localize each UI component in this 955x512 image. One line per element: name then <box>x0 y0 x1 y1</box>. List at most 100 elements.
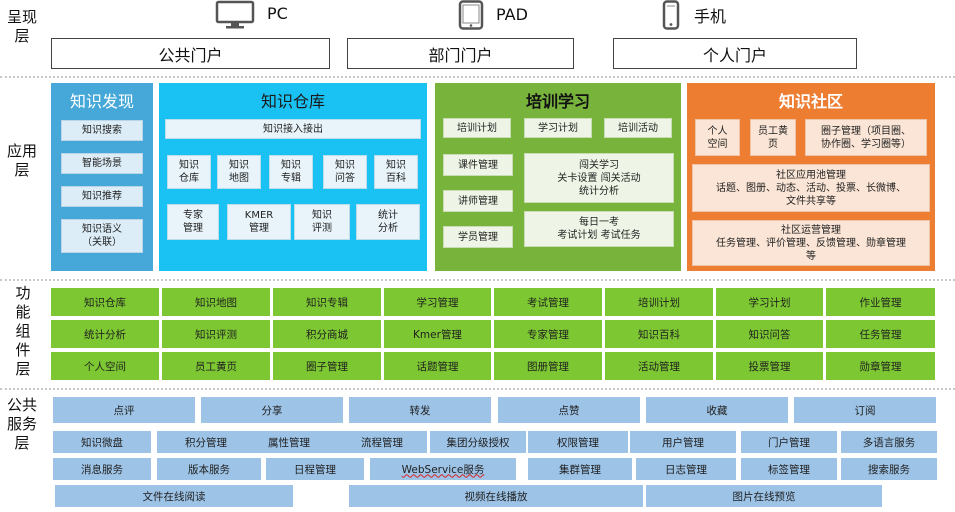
warehouse-item-map[interactable]: 知识 地图 <box>217 155 261 189</box>
function-item[interactable]: Kmer管理 <box>384 320 491 348</box>
function-item[interactable]: 知识地图 <box>162 288 270 316</box>
community-item-space[interactable]: 个人 空间 <box>695 119 740 156</box>
portal-personal[interactable]: 个人门户 <box>613 38 857 69</box>
phone-icon <box>662 0 680 30</box>
portal-department[interactable]: 部门门户 <box>347 38 574 69</box>
function-item[interactable]: 统计分析 <box>51 320 159 348</box>
service-item[interactable]: 日程管理 <box>266 458 364 480</box>
divider-application <box>0 279 955 281</box>
training-item-courseware[interactable]: 课件管理 <box>443 154 513 176</box>
device-label-pc: PC <box>267 4 288 23</box>
function-item[interactable]: 圈子管理 <box>273 352 381 380</box>
service-item[interactable]: 用户管理 <box>630 431 736 453</box>
function-item[interactable]: 学习计划 <box>716 288 823 316</box>
panel-title-training: 培训学习 <box>525 92 590 111</box>
service-item[interactable]: 订阅 <box>794 397 936 423</box>
service-item[interactable]: 视频在线播放 <box>349 485 643 507</box>
device-label-mobile: 手机 <box>694 7 727 26</box>
device-mobile: 手机 <box>662 0 742 30</box>
community-item-yellowpage[interactable]: 员工黄 页 <box>750 119 796 156</box>
community-item-app-pool[interactable]: 社区应用池管理 话题、图册、动态、活动、投票、长微博、 文件共享等 <box>692 164 930 212</box>
service-item[interactable]: 知识微盘 <box>53 431 151 453</box>
function-item[interactable]: 投票管理 <box>716 352 823 380</box>
function-item[interactable]: 培训计划 <box>605 288 713 316</box>
function-item[interactable]: 知识百科 <box>605 320 713 348</box>
layer-label-presentation: 呈现 层 <box>6 8 37 45</box>
service-item[interactable]: 多语言服务 <box>841 431 937 453</box>
community-item-circle[interactable]: 圈子管理（项目圈、 协作圈、学习圈等） <box>805 119 927 156</box>
panel-title-discovery: 知识发现 <box>69 92 134 111</box>
panel-community: 知识社区 个人 空间 员工黄 页 圈子管理（项目圈、 协作圈、学习圈等） 社区应… <box>687 83 935 271</box>
service-item[interactable]: 转发 <box>349 397 491 423</box>
function-item[interactable]: 知识评测 <box>162 320 270 348</box>
panel-training: 培训学习 培训计划 学习计划 培训活动 课件管理 讲师管理 学员管理 闯关学习 … <box>435 83 681 271</box>
community-item-operations[interactable]: 社区运营管理 任务管理、评价管理、反馈管理、勋章管理 等 <box>692 220 930 266</box>
service-item[interactable]: 标签管理 <box>741 458 837 480</box>
service-item[interactable]: 属性管理 <box>241 431 337 453</box>
function-item[interactable]: 话题管理 <box>384 352 491 380</box>
training-item-challenge[interactable]: 闯关学习 关卡设置 闯关活动 统计分析 <box>524 153 674 203</box>
panel-knowledge-warehouse: 知识仓库 知识接入接出 知识 仓库 知识 地图 知识 专辑 知识 问答 知识 百… <box>159 83 427 271</box>
function-item[interactable]: 专家管理 <box>494 320 602 348</box>
function-item[interactable]: 考试管理 <box>494 288 602 316</box>
service-item[interactable]: 搜索服务 <box>841 458 937 480</box>
function-item[interactable]: 个人空间 <box>51 352 159 380</box>
service-item[interactable]: WebService服务 <box>370 458 516 480</box>
discovery-item-recommend[interactable]: 知识推荐 <box>61 186 143 207</box>
training-item-activity[interactable]: 培训活动 <box>604 118 672 138</box>
service-item[interactable]: 集团分级授权 <box>430 431 526 453</box>
warehouse-item-evaluation[interactable]: 知识 评测 <box>294 204 350 240</box>
warehouse-item-statistics[interactable]: 统计 分析 <box>356 204 420 240</box>
warehouse-item-wiki[interactable]: 知识 百科 <box>374 155 418 189</box>
service-item[interactable]: 文件在线阅读 <box>55 485 293 507</box>
panel-title-warehouse: 知识仓库 <box>260 92 325 111</box>
service-item[interactable]: 权限管理 <box>528 431 628 453</box>
warehouse-item-repository[interactable]: 知识 仓库 <box>167 155 211 189</box>
service-item[interactable]: 流程管理 <box>337 431 427 453</box>
device-pc: PC <box>215 0 295 30</box>
warehouse-item-album[interactable]: 知识 专辑 <box>269 155 313 189</box>
function-item[interactable]: 员工黄页 <box>162 352 270 380</box>
service-item[interactable]: 积分管理 <box>157 431 255 453</box>
service-item[interactable]: 集群管理 <box>528 458 632 480</box>
device-pad: PAD <box>458 0 548 30</box>
function-item[interactable]: 知识仓库 <box>51 288 159 316</box>
service-item[interactable]: 图片在线预览 <box>646 485 882 507</box>
warehouse-item-qa[interactable]: 知识 问答 <box>323 155 367 189</box>
service-item[interactable]: 分享 <box>201 397 343 423</box>
discovery-item-scene[interactable]: 智能场景 <box>61 153 143 174</box>
service-item[interactable]: 点评 <box>53 397 195 423</box>
service-item[interactable]: 消息服务 <box>53 458 151 480</box>
panel-title-community: 知识社区 <box>778 92 843 111</box>
warehouse-access-bar[interactable]: 知识接入接出 <box>165 119 421 139</box>
function-item[interactable]: 学习管理 <box>384 288 491 316</box>
function-item[interactable]: 勋章管理 <box>826 352 935 380</box>
function-item[interactable]: 作业管理 <box>826 288 935 316</box>
device-label-pad: PAD <box>496 5 528 24</box>
panel-knowledge-discovery: 知识发现 知识搜索 智能场景 知识推荐 知识语义 （关联） <box>51 83 153 271</box>
divider-function <box>0 388 955 390</box>
warehouse-item-expert[interactable]: 专家 管理 <box>167 204 219 240</box>
discovery-item-search[interactable]: 知识搜索 <box>61 120 143 141</box>
function-item[interactable]: 活动管理 <box>605 352 713 380</box>
layer-label-application: 应用 层 <box>6 142 37 179</box>
monitor-icon <box>215 0 255 29</box>
service-item[interactable]: 门户管理 <box>741 431 837 453</box>
function-item[interactable]: 图册管理 <box>494 352 602 380</box>
warehouse-item-kmer[interactable]: KMER 管理 <box>227 204 291 240</box>
function-item[interactable]: 任务管理 <box>826 320 935 348</box>
training-item-lecturer[interactable]: 讲师管理 <box>443 190 513 212</box>
service-item[interactable]: 点赞 <box>498 397 640 423</box>
portal-public[interactable]: 公共门户 <box>51 38 330 69</box>
service-item[interactable]: 收藏 <box>646 397 788 423</box>
training-item-learner[interactable]: 学员管理 <box>443 226 513 248</box>
training-item-study-plan[interactable]: 学习计划 <box>524 118 592 138</box>
discovery-item-semantic[interactable]: 知识语义 （关联） <box>61 219 143 253</box>
training-item-daily-exam[interactable]: 每日一考 考试计划 考试任务 <box>524 211 674 247</box>
training-item-plan[interactable]: 培训计划 <box>443 118 511 138</box>
service-item[interactable]: 版本服务 <box>157 458 261 480</box>
function-item[interactable]: 知识专辑 <box>273 288 381 316</box>
function-item[interactable]: 知识问答 <box>716 320 823 348</box>
service-item[interactable]: 日志管理 <box>636 458 736 480</box>
function-item[interactable]: 积分商城 <box>273 320 381 348</box>
